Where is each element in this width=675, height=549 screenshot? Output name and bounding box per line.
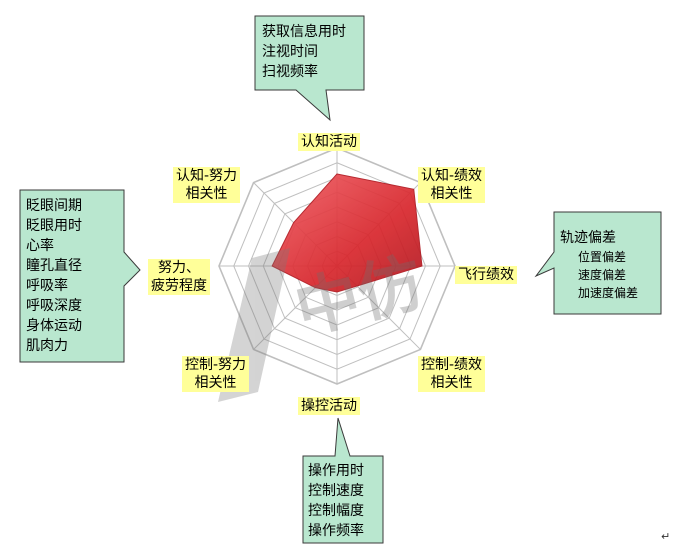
callout-right-text: 轨迹偏差 位置偏差 速度偏差 加速度偏差: [560, 228, 638, 302]
callout-item: 控制速度: [308, 483, 364, 499]
axis-label-effort-fatigue: 努力、疲劳程度: [148, 259, 210, 295]
callout-left-box: [19, 189, 141, 363]
axis-label-control-effort: 控制-努力相关性: [182, 356, 250, 392]
axis-label-control-activity: 操控活动: [298, 397, 360, 415]
callout-bottom-box: [302, 417, 384, 544]
callout-item: 加速度偏差: [578, 286, 639, 300]
callout-item: 身体运动: [26, 318, 82, 334]
radar-area: [271, 173, 423, 293]
callout-left-text: 眨眼间期 眨眼用时 心率 瞳孔直径 呼吸率 呼吸深度 身体运动 肌肉力: [26, 196, 82, 356]
axis-label-cognitive-effort: 认知-努力相关性: [173, 167, 241, 203]
axis-label-cognitive-performance: 认知-绩效相关性: [418, 167, 486, 203]
callout-item: 位置偏差: [578, 250, 627, 264]
callout-item: 操作频率: [308, 523, 364, 539]
callout-item: 扫视频率: [262, 64, 318, 80]
callout-item: 肌肉力: [26, 338, 68, 354]
callout-top-box: [254, 15, 365, 122]
callout-bottom-text: 操作用时 控制速度 控制幅度 操作频率: [308, 461, 364, 541]
axis-label-control-performance: 控制-绩效相关性: [418, 356, 486, 392]
callout-item: 呼吸率: [26, 278, 68, 294]
callout-item: 注视时间: [262, 44, 318, 60]
callout-item: 获取信息用时: [262, 24, 346, 40]
callout-item: 操作用时: [308, 463, 364, 479]
callout-item: 速度偏差: [578, 268, 627, 282]
callout-top-text: 获取信息用时 注视时间 扫视频率: [262, 22, 346, 82]
axis-label-cognitive-activity: 认知活动: [298, 133, 360, 151]
callout-item: 控制幅度: [308, 503, 364, 519]
callout-item: 眨眼间期: [26, 198, 82, 214]
callout-item: 瞳孔直径: [26, 258, 82, 274]
axis-label-flight-performance: 飞行绩效: [455, 266, 517, 284]
callout-item: 心率: [26, 238, 54, 254]
callout-item: 眨眼用时: [26, 218, 82, 234]
callout-right-box: [534, 211, 662, 315]
callout-item: 呼吸深度: [26, 298, 82, 314]
callout-title: 轨迹偏差: [560, 230, 616, 246]
paragraph-mark-icon: ↵: [661, 530, 671, 543]
